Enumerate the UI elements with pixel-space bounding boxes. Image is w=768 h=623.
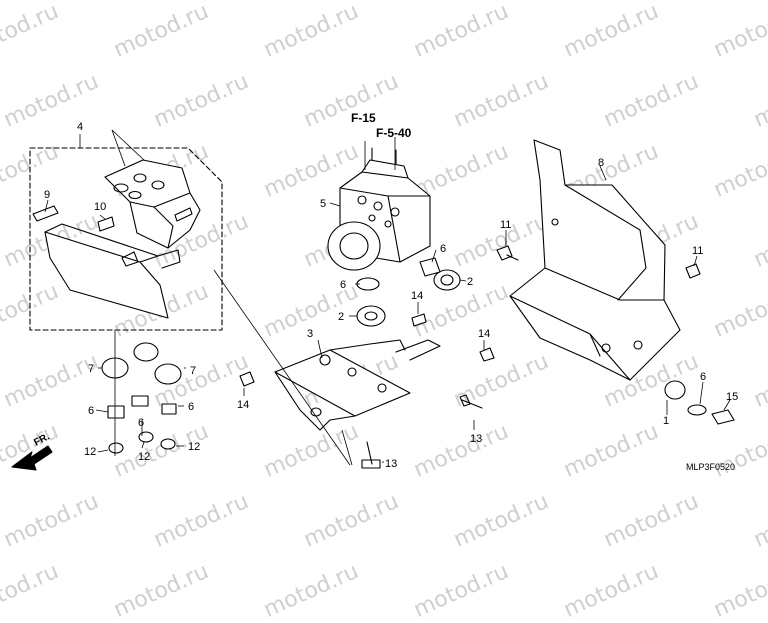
diagram-code: MLP3F0520 xyxy=(686,462,735,472)
diagram-svg: F-15 F-5-40 4 9 10 5 6 6 2 2 14 14 14 3 … xyxy=(11,111,738,472)
cover-mount-parts xyxy=(664,380,735,425)
bolts-11 xyxy=(496,245,701,279)
callout-12: 12 xyxy=(188,441,200,453)
base-plate-part xyxy=(44,223,181,319)
ref-label: F-5-40 xyxy=(376,126,412,140)
callout-13: 13 xyxy=(470,433,482,445)
callout-10: 10 xyxy=(94,201,106,213)
pin-part xyxy=(32,205,59,222)
callout-2: 2 xyxy=(467,276,473,288)
bolts-14 xyxy=(239,313,495,387)
front-label: FR. xyxy=(32,431,52,448)
callout-12: 12 xyxy=(84,446,96,458)
callout-6: 6 xyxy=(700,371,706,383)
callout-7: 7 xyxy=(88,363,94,375)
callout-4: 4 xyxy=(77,121,83,133)
callout-6: 6 xyxy=(88,405,94,417)
callout-labels: F-15 F-5-40 4 9 10 5 6 6 2 2 14 14 14 3 … xyxy=(32,111,738,472)
callout-14: 14 xyxy=(237,399,249,411)
modulator-mount-grommets xyxy=(356,257,461,327)
callout-6: 6 xyxy=(440,243,446,255)
callout-14: 14 xyxy=(478,328,490,340)
cover-part xyxy=(509,139,681,381)
callout-15: 15 xyxy=(726,391,738,403)
callout-8: 8 xyxy=(598,157,604,169)
mount-bracket-part xyxy=(274,339,441,431)
callout-12: 12 xyxy=(138,451,150,463)
callout-6: 6 xyxy=(188,401,194,413)
callout-3: 3 xyxy=(307,328,313,340)
callout-1: 1 xyxy=(663,415,669,427)
leader-lines xyxy=(44,129,731,466)
lower-rubber-mounts xyxy=(101,342,182,454)
callout-6: 6 xyxy=(340,279,346,291)
abs-modulator-part xyxy=(327,147,431,271)
callout-14: 14 xyxy=(411,290,423,302)
upper-bracket-part xyxy=(104,159,201,249)
ref-label: F-15 xyxy=(351,111,376,125)
assembly-box-outline xyxy=(29,147,223,331)
callout-13: 13 xyxy=(385,458,397,470)
marker-part xyxy=(97,216,115,232)
callout-2: 2 xyxy=(338,311,344,323)
callout-5: 5 xyxy=(320,198,326,210)
bolts-13 xyxy=(361,394,483,469)
callout-7: 7 xyxy=(190,365,196,377)
callout-9: 9 xyxy=(44,189,50,201)
callout-11: 11 xyxy=(500,219,511,231)
front-arrow-icon xyxy=(11,445,53,471)
callout-6: 6 xyxy=(138,417,144,429)
callout-11: 11 xyxy=(692,245,703,257)
